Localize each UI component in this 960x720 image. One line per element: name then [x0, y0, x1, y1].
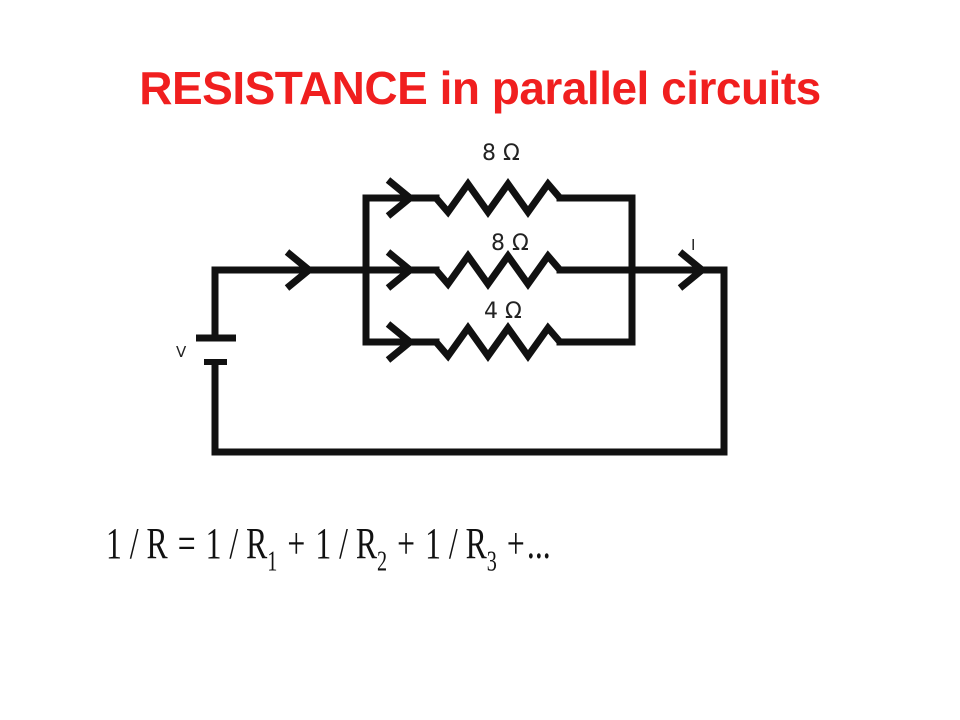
arrow-branch-1-icon — [385, 177, 416, 219]
formula-term-2-subscript: 2 — [377, 546, 388, 578]
arrow-branch-2-icon — [385, 249, 416, 291]
formula-term-3-subscript: 3 — [486, 546, 497, 578]
resistor-3-zigzag — [433, 321, 563, 363]
formula-term-2: 1 / R2 — [315, 519, 387, 576]
formula-plus-2: + — [397, 519, 416, 568]
formula-term-3: 1 / R3 — [425, 519, 497, 576]
formula-lhs: 1 / R — [106, 519, 168, 568]
formula-term-2-fraction: 1 / R — [315, 519, 378, 568]
formula-ellipsis: ... — [526, 519, 551, 568]
slide-title: RESISTANCE in parallel circuits — [139, 62, 821, 114]
voltage-label: V — [176, 343, 187, 361]
left-wire-top — [211, 266, 370, 338]
resistor-3-label: 4 Ω — [484, 299, 522, 324]
formula-plus-1: + — [287, 519, 306, 568]
formula-term-1: 1 / R1 — [205, 519, 278, 576]
parallel-resistance-formula: 1 / R = 1 / R1 + 1 / R2 + 1 / R3 +... — [106, 516, 551, 586]
formula-term-1-fraction: 1 / R — [205, 519, 268, 568]
resistor-1-label: 8 Ω — [482, 141, 520, 166]
resistor-2-zigzag — [433, 249, 563, 291]
formula-term-3-fraction: 1 / R — [425, 519, 487, 568]
formula-term-1-subscript: 1 — [267, 546, 278, 578]
left-wire-bottom — [211, 266, 728, 456]
formula-equals: = — [177, 519, 196, 568]
arrow-main-left-icon — [284, 249, 315, 291]
arrow-main-right-icon — [677, 249, 708, 291]
current-label: I — [691, 236, 695, 254]
resistor-1-zigzag — [433, 177, 563, 219]
resistor-2-label: 8 Ω — [491, 231, 529, 256]
formula-plus-3: + — [506, 519, 525, 568]
arrow-branch-3-icon — [385, 321, 416, 363]
